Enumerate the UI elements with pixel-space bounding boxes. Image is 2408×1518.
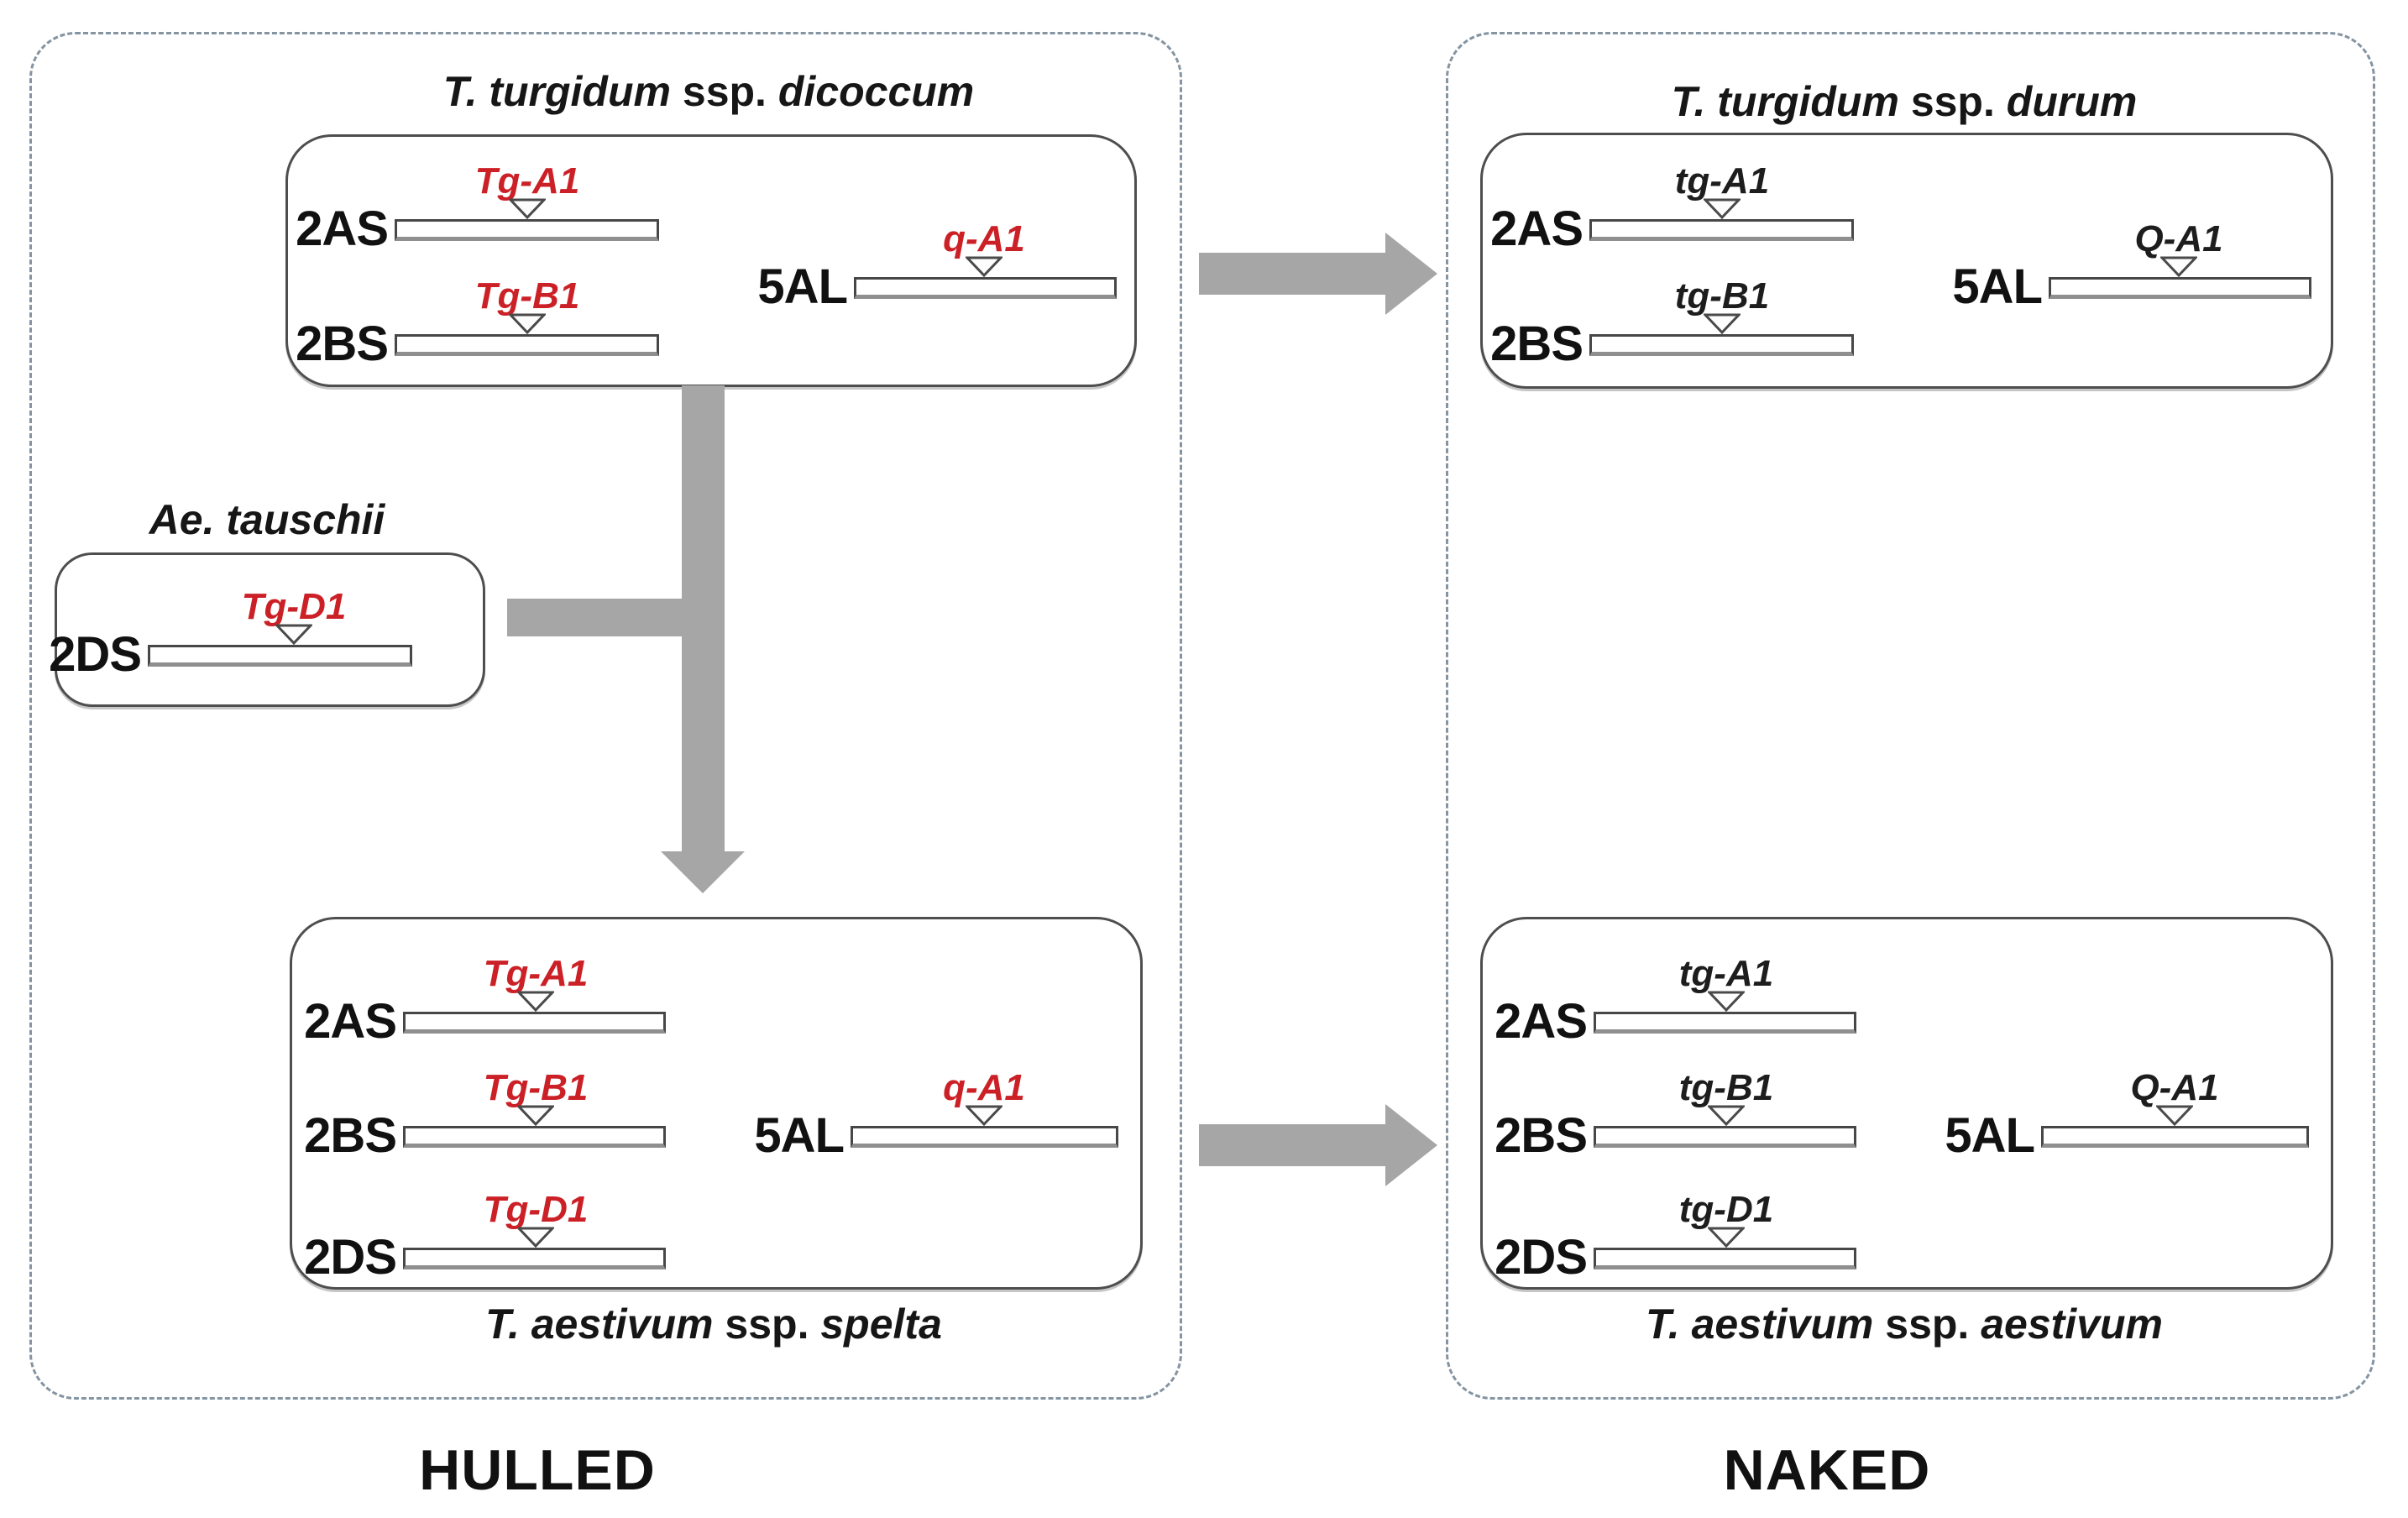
locus-marker-triangle-icon [1704,313,1741,334]
chromosome-label: 2AS [304,994,397,1049]
chromosome-label: 2BS [304,1108,397,1163]
locus-marker-triangle-icon [509,313,546,334]
locus-marker-triangle-icon [1708,991,1745,1012]
gene-locus-label: tg-B1 [1678,1067,1774,1108]
naked-panel-border [1446,32,2375,1400]
species-box-spelta [290,917,1143,1290]
gene-locus-label: Q-A1 [2134,218,2223,259]
species-name: Ae. tauschii [149,496,385,543]
chromosome-bar [403,1126,666,1148]
subspecies-name: spelta [820,1301,942,1348]
chromosome-label: 2BS [296,317,389,371]
gene-locus-label: q-A1 [943,1067,1025,1108]
chromosome-label: 5AL [754,1108,845,1163]
subspecies-name: durum [2006,78,2138,125]
chromosome-label: 2DS [49,627,142,682]
species-title-dicoccum: T. turgidum ssp. dicoccum [289,67,1128,116]
gene-locus-label: tg-D1 [1678,1189,1774,1230]
locus-marker-triangle-icon [275,624,312,645]
locus-marker-triangle-icon [509,198,546,219]
locus-marker-triangle-icon [966,1105,1002,1126]
gene-locus-label: tg-A1 [1678,953,1774,994]
locus-marker-triangle-icon [517,1227,554,1248]
chromosome-bar [403,1248,666,1269]
chromosome-bar [2041,1126,2309,1148]
chromosome-bar [1589,334,1854,356]
gene-locus-label: Tg-B1 [474,275,580,317]
chromosome-bar [148,645,412,667]
chromosome-bar [395,219,659,241]
gene-locus-label: Tg-D1 [241,586,347,627]
hulled-panel-label: HULLED [419,1438,656,1502]
gene-locus-label: tg-A1 [1674,160,1770,202]
locus-marker-triangle-icon [1708,1105,1745,1126]
species-box-tauschii [55,552,485,707]
gene-locus-label: Tg-B1 [483,1067,589,1108]
chromosome-label: 2AS [1490,202,1584,256]
arrow-down-icon [661,851,745,893]
chromosome-bar [395,334,659,356]
locus-marker-triangle-icon [2156,1105,2193,1126]
chromosome-label: 2DS [1495,1230,1588,1285]
gene-locus-label: Tg-A1 [483,953,589,994]
ssp-abbrev: ssp. [682,68,767,115]
subspecies-name: aestivum [1981,1301,2164,1348]
domestication-arrow-top-shaft [1199,253,1385,295]
species-title-durum: T. turgidum ssp. durum [1484,77,2324,126]
ssp-abbrev: ssp. [1910,78,1995,125]
locus-marker-triangle-icon [1708,1227,1745,1248]
chromosome-label: 5AL [1952,259,2043,314]
locus-marker-triangle-icon [517,1105,554,1126]
chromosome-bar [851,1126,1118,1148]
species-name: T. turgidum [442,68,671,115]
chromosome-label: 2AS [296,202,389,256]
gene-locus-label: Tg-D1 [483,1189,589,1230]
species-title-spelta: T. aestivum ssp. spelta [294,1300,1133,1348]
gene-locus-label: Q-A1 [2130,1067,2219,1108]
locus-marker-triangle-icon [1704,198,1741,219]
domestication-arrow-bottom-shaft [1199,1124,1385,1166]
ssp-abbrev: ssp. [725,1301,809,1348]
species-name: T. turgidum [1671,78,1899,125]
naked-panel-label: NAKED [1723,1438,1931,1502]
chromosome-bar [1594,1012,1856,1034]
gene-locus-label: q-A1 [943,218,1025,259]
arrow-right-icon [1385,233,1437,315]
species-title-aestivum: T. aestivum ssp. aestivum [1484,1300,2324,1348]
chromosome-bar [2049,277,2311,299]
gene-locus-label: tg-B1 [1674,275,1770,317]
species-title-tauschii: Ae. tauschii [15,495,519,544]
locus-marker-triangle-icon [966,256,1002,277]
species-name: T. aestivum [485,1301,714,1348]
chromosome-bar [1594,1126,1856,1148]
tauschii-join-connector [507,599,725,636]
gene-locus-label: Tg-A1 [474,160,580,202]
locus-marker-triangle-icon [517,991,554,1012]
chromosome-label: 2BS [1495,1108,1588,1163]
subspecies-name: dicoccum [777,68,975,115]
arrow-right-icon [1385,1104,1437,1186]
chromosome-label: 5AL [1945,1108,2035,1163]
chromosome-bar [1594,1248,1856,1269]
chromosome-label: 2AS [1495,994,1588,1049]
chromosome-bar [403,1012,666,1034]
locus-marker-triangle-icon [2160,256,2197,277]
hulled-panel-border [29,32,1182,1400]
chromosome-label: 2DS [304,1230,397,1285]
ssp-abbrev: ssp. [1885,1301,1970,1348]
chromosome-bar [1589,219,1854,241]
chromosome-bar [854,277,1117,299]
species-box-aestivum [1480,917,2333,1290]
species-name: T. aestivum [1645,1301,1874,1348]
chromosome-label: 2BS [1490,317,1584,371]
chromosome-label: 5AL [757,259,848,314]
